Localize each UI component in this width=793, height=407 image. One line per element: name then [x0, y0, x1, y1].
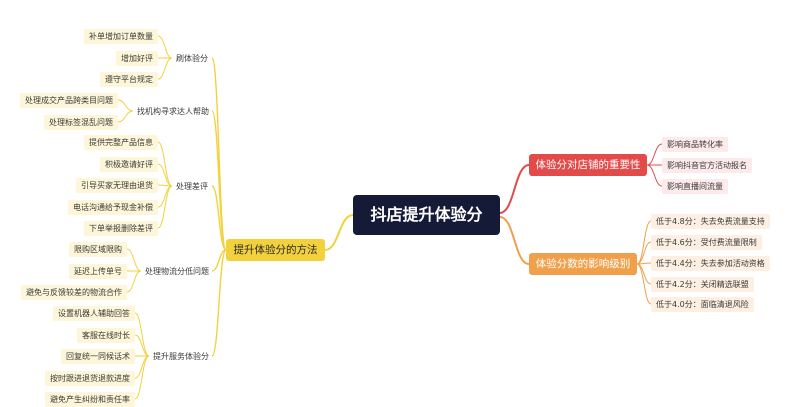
connector-line [211, 185, 227, 251]
connector-line [499, 216, 530, 265]
connector-line [126, 248, 142, 272]
branch-methods[interactable]: 提升体验分的方法 [226, 239, 325, 261]
connector-line [636, 263, 652, 305]
branch-levels[interactable]: 体验分数的影响级别 [529, 253, 637, 275]
list-item[interactable]: 设置机器人辅助回答 [53, 306, 135, 321]
list-item[interactable]: 电话沟通给予现金补偿 [68, 200, 158, 215]
connector-line [117, 110, 134, 123]
list-item[interactable]: 限购区域限购 [69, 242, 127, 257]
list-item[interactable]: 影响直播间流量 [662, 179, 728, 194]
list-item[interactable]: 低于4.8分：失去免费流量支持 [651, 214, 770, 229]
list-item[interactable]: 补单增加订单数量 [84, 29, 158, 44]
group-handle-bad-reviews[interactable]: 处理差评 [176, 181, 208, 191]
list-item[interactable]: 低于4.0分：面临清退风险 [651, 297, 754, 312]
list-item[interactable]: 引导买家无理由退货 [76, 178, 158, 193]
connector-line [211, 110, 227, 251]
list-item[interactable]: 回复统一同候话术 [61, 349, 135, 364]
connector-line [646, 143, 663, 166]
connector-line [211, 249, 227, 357]
connector-line [324, 214, 354, 251]
connector-line [157, 185, 173, 208]
connector-line [134, 334, 150, 357]
connector-line [157, 163, 173, 187]
list-item[interactable]: 处理标签混乱问题 [44, 115, 118, 130]
connector-line [157, 141, 173, 187]
list-item[interactable]: 积极邀请好评 [100, 157, 158, 172]
list-item[interactable]: 延迟上传单号 [69, 264, 127, 279]
list-item[interactable]: 增加好评 [116, 51, 158, 66]
connector-line [499, 164, 530, 214]
group-logistics[interactable]: 处理物流分低问题 [145, 266, 209, 276]
list-item[interactable]: 低于4.6分：受付费流量限制 [651, 235, 762, 250]
branch-importance[interactable]: 体验分对店铺的重要性 [529, 154, 647, 176]
connector-line [134, 312, 150, 357]
connector-line [126, 270, 142, 293]
connector-line [636, 220, 652, 265]
list-item[interactable]: 按时跟进退货退款进度 [45, 371, 135, 386]
connector-line [157, 185, 173, 229]
list-item[interactable]: 低于4.4分：失去参加活动资格 [651, 256, 770, 271]
connector-line [157, 57, 173, 80]
list-item[interactable]: 遵守平台规定 [100, 72, 158, 87]
connector-line [211, 249, 227, 272]
list-item[interactable]: 下单举报删除差评 [84, 221, 158, 236]
connector-line [117, 99, 134, 112]
connector-line [636, 241, 652, 265]
list-item[interactable]: 客服在线时长 [77, 328, 135, 343]
list-item[interactable]: 避免与反馈较差的物流合作 [21, 285, 127, 300]
connector-line [636, 263, 652, 285]
list-item[interactable]: 影响抖音官方活动报名 [662, 158, 752, 173]
group-brush-score[interactable]: 刷体验分 [176, 53, 208, 63]
list-item[interactable]: 影响商品转化率 [662, 137, 728, 152]
list-item[interactable]: 处理成交产品跨类目问题 [20, 93, 118, 108]
connector-line [157, 35, 173, 59]
group-service-score[interactable]: 提升服务体验分 [153, 351, 209, 361]
list-item[interactable]: 提供完整产品信息 [84, 135, 158, 150]
root-topic[interactable]: 抖店提升体验分 [353, 195, 500, 235]
connector-line [134, 355, 150, 400]
group-seek-agency[interactable]: 找机构寻求达人帮助 [137, 106, 209, 116]
connector-line [646, 164, 663, 187]
list-item[interactable]: 低于4.2分：关闭精选联盟 [651, 277, 754, 292]
